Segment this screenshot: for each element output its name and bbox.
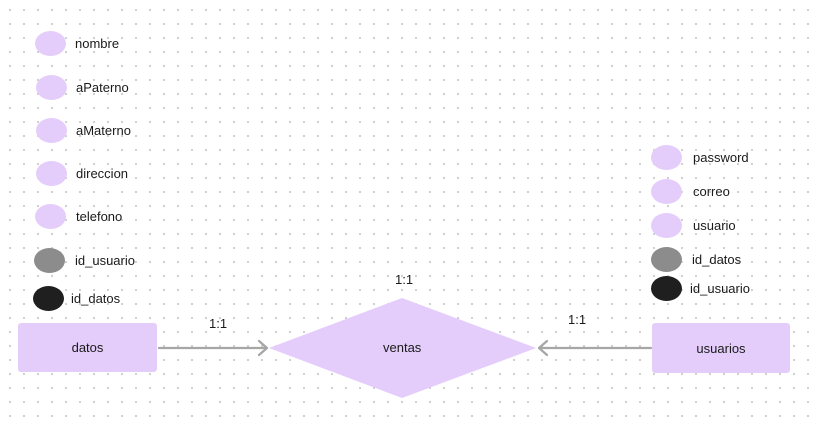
attribute-oval-icon bbox=[651, 178, 682, 204]
attribute-oval-icon bbox=[36, 160, 67, 186]
attribute-oval-icon bbox=[35, 30, 66, 56]
attribute-label: nombre bbox=[75, 35, 120, 51]
entity-label: usuarios bbox=[696, 340, 746, 356]
foreign-key-oval-icon bbox=[34, 247, 65, 273]
cardinality-top: 1:1 bbox=[395, 272, 414, 287]
attribute-usuario[interactable]: usuario bbox=[651, 211, 736, 239]
attribute-id-datos-fk[interactable]: id_datos bbox=[651, 245, 741, 273]
arrowhead-icon bbox=[257, 339, 269, 357]
primary-key-oval-icon bbox=[33, 285, 64, 311]
attribute-label: aPaterno bbox=[76, 79, 129, 95]
attribute-direccion[interactable]: direccion bbox=[36, 159, 128, 187]
foreign-key-oval-icon bbox=[651, 246, 682, 272]
primary-key-oval-icon bbox=[651, 275, 682, 301]
attribute-id-usuario-fk[interactable]: id_usuario bbox=[34, 246, 135, 274]
attribute-label: id_usuario bbox=[690, 280, 750, 296]
attribute-label: aMaterno bbox=[76, 122, 131, 138]
attribute-apaterno[interactable]: aPaterno bbox=[36, 73, 129, 101]
attribute-label: direccion bbox=[76, 165, 129, 181]
attribute-label: id_datos bbox=[71, 290, 121, 306]
attribute-id-usuario-pk[interactable]: id_usuario bbox=[651, 274, 750, 302]
entity-datos[interactable]: datos bbox=[18, 323, 157, 372]
attribute-amaterno[interactable]: aMaterno bbox=[36, 116, 131, 144]
cardinality-left: 1:1 bbox=[209, 316, 228, 331]
attribute-label: usuario bbox=[693, 217, 736, 233]
attribute-label: correo bbox=[693, 183, 730, 199]
attribute-oval-icon bbox=[36, 74, 67, 100]
attribute-label: id_datos bbox=[692, 251, 742, 267]
attribute-oval-icon bbox=[651, 144, 682, 170]
attribute-id-datos-pk[interactable]: id_datos bbox=[33, 284, 120, 312]
attribute-label: id_usuario bbox=[75, 252, 135, 268]
attribute-telefono[interactable]: telefono bbox=[35, 202, 122, 230]
attribute-oval-icon bbox=[36, 117, 67, 143]
cardinality-right: 1:1 bbox=[568, 312, 587, 327]
attribute-nombre[interactable]: nombre bbox=[35, 29, 119, 57]
relationship-label: ventas bbox=[383, 340, 422, 355]
entity-label: datos bbox=[71, 340, 104, 355]
attribute-oval-icon bbox=[35, 203, 66, 229]
attribute-correo[interactable]: correo bbox=[651, 177, 730, 205]
relationship-diamond[interactable] bbox=[269, 298, 536, 398]
attribute-oval-icon bbox=[651, 212, 682, 238]
entity-usuarios[interactable]: usuarios bbox=[652, 323, 790, 373]
arrowhead-icon bbox=[537, 339, 549, 357]
attribute-label: telefono bbox=[76, 208, 123, 224]
attribute-password[interactable]: password bbox=[651, 143, 749, 171]
attribute-label: password bbox=[693, 149, 749, 165]
